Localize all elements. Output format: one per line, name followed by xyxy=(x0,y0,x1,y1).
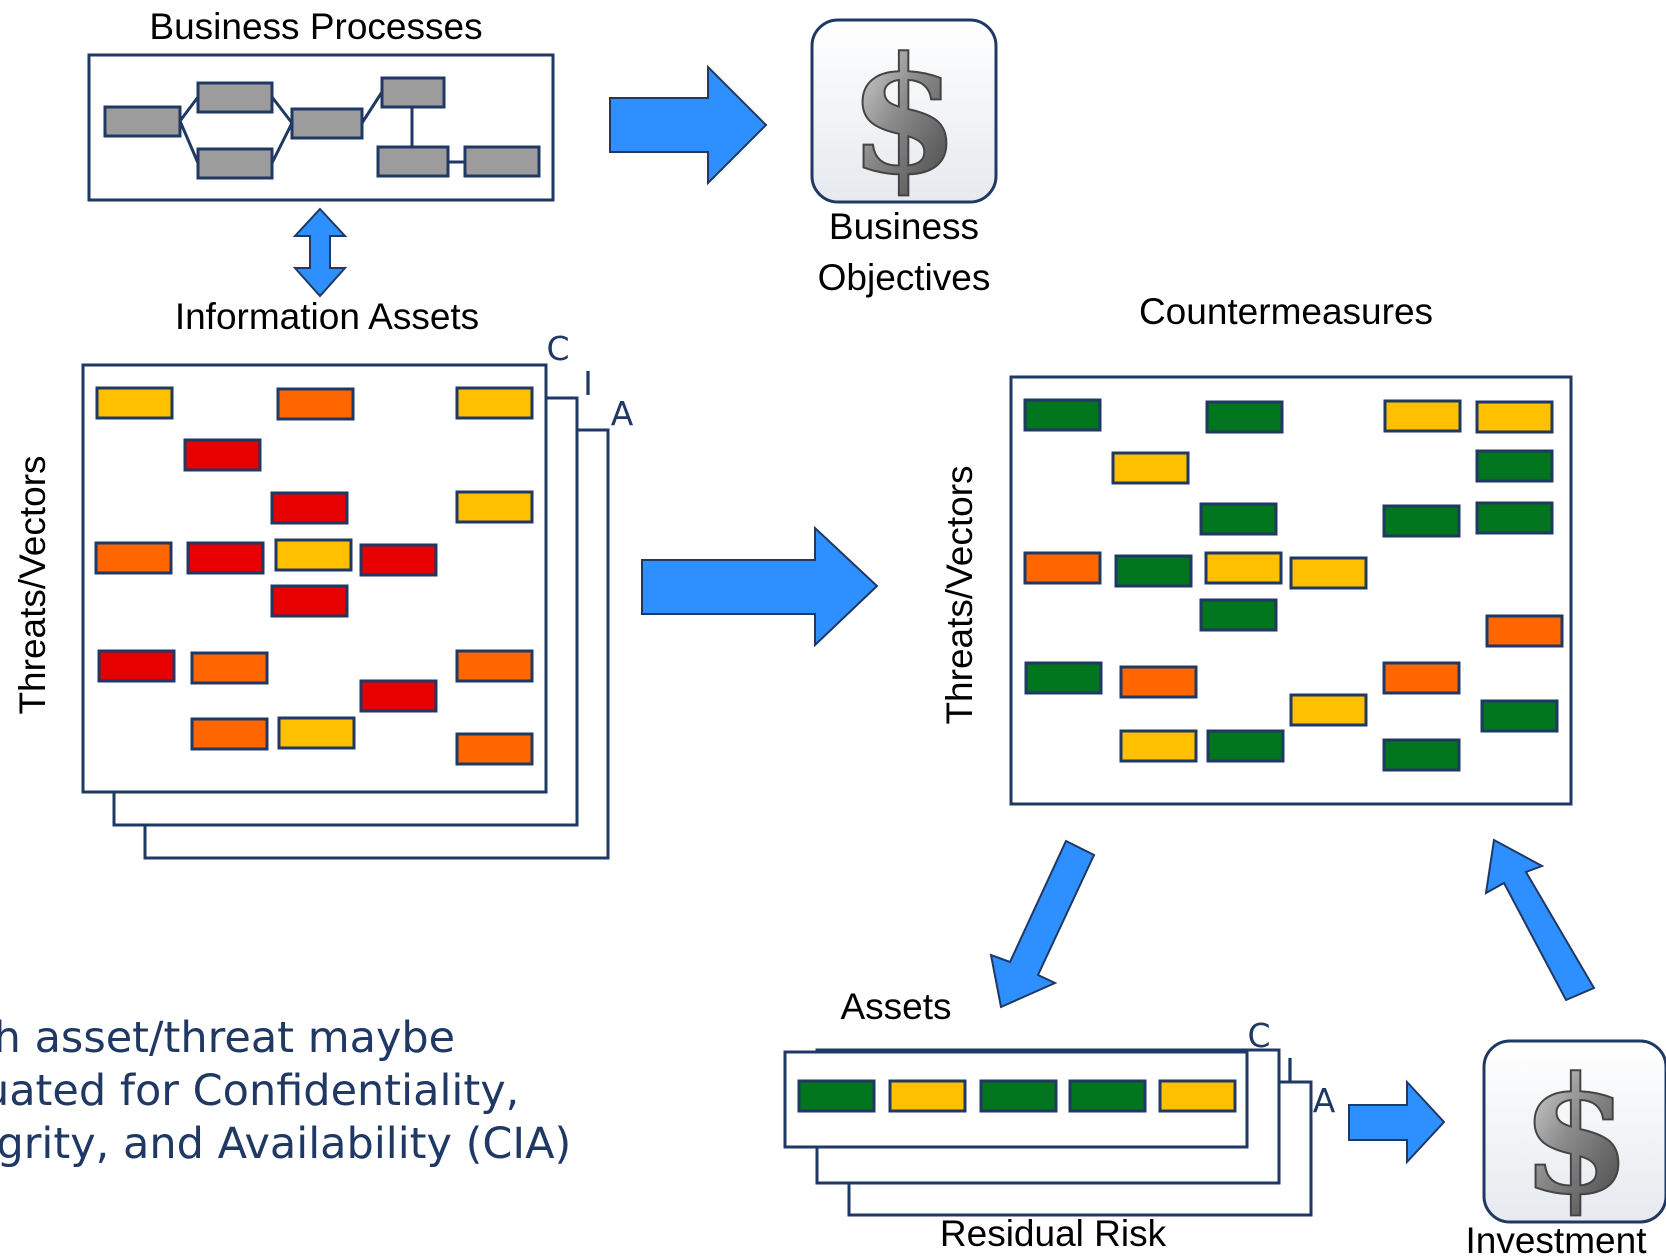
cm-cell-green xyxy=(1206,729,1285,763)
business-objectives-label-line2: Objectives xyxy=(818,257,991,298)
cm-cell-yellow xyxy=(1111,451,1190,485)
ia-cell-yellow xyxy=(455,490,534,524)
cm-cell-green xyxy=(1475,449,1554,483)
cm-cell-orange xyxy=(1485,614,1564,648)
ia-cell-yellow xyxy=(277,716,356,750)
information-assets-matrix xyxy=(94,386,534,766)
ia-cell-orange xyxy=(190,651,269,685)
cia-note-line1: ch asset/threat maybe xyxy=(0,1013,456,1063)
residual-risk-label: Residual Risk xyxy=(940,1213,1167,1254)
rr-cell-green xyxy=(979,1079,1058,1113)
countermeasures-matrix xyxy=(1023,398,1564,772)
ia-cell-yellow xyxy=(95,386,174,420)
rr-cell-green xyxy=(1068,1079,1147,1113)
rr-cell-yellow xyxy=(888,1079,967,1113)
cm-cell-yellow xyxy=(1204,551,1283,585)
bottom-cia-label-i: I xyxy=(1285,1051,1295,1090)
cm-cell-yellow xyxy=(1383,399,1462,433)
cm-cell-green xyxy=(1024,661,1103,695)
cm-cell-yellow xyxy=(1289,556,1368,590)
cia-label-c: C xyxy=(546,329,569,368)
residual-risk-matrix xyxy=(797,1079,1237,1113)
cia-note-line3: egrity, and Availability (CIA) xyxy=(0,1119,572,1169)
svg-text:$: $ xyxy=(1520,1042,1631,1230)
information-assets-label: Information Assets xyxy=(175,296,479,337)
cm-cell-green xyxy=(1205,400,1284,434)
ia-cell-orange xyxy=(94,541,173,575)
cm-cell-green xyxy=(1023,398,1102,432)
ia-cell-red xyxy=(270,584,349,618)
rr-cell-yellow xyxy=(1158,1079,1237,1113)
cm-cell-orange xyxy=(1382,661,1461,695)
business-processes-box xyxy=(87,53,555,202)
threats-vectors-left-label: Threats/Vectors xyxy=(12,455,53,714)
cm-cell-yellow xyxy=(1289,693,1368,727)
cm-cell-green xyxy=(1199,502,1278,536)
bottom-cia-label-c: C xyxy=(1247,1016,1270,1055)
cia-label-a: A xyxy=(611,394,634,433)
business-objectives-label-line1: Business xyxy=(829,206,979,247)
cia-note: ch asset/threat maybe luated for Confide… xyxy=(0,1012,610,1171)
arrow-to-countermeasures xyxy=(641,525,879,648)
ia-cell-red xyxy=(183,438,262,472)
ia-cell-red xyxy=(359,543,438,577)
cm-cell-green xyxy=(1199,598,1278,632)
cia-note-line2: luated for Confidentiality, xyxy=(0,1066,520,1116)
cm-cell-green xyxy=(1480,699,1559,733)
cia-label-i: I xyxy=(583,364,593,403)
ia-cell-orange xyxy=(190,717,269,751)
rr-cell-green xyxy=(797,1079,876,1113)
ia-cell-orange xyxy=(455,732,534,766)
ia-cell-red xyxy=(97,649,176,683)
threats-vectors-right-label: Threats/Vectors xyxy=(939,465,980,724)
arrow-to-objectives xyxy=(609,64,768,186)
countermeasures-label: Countermeasures xyxy=(1139,291,1433,332)
ia-cell-yellow xyxy=(274,538,353,572)
dollar-sign-icon: $ xyxy=(810,18,998,211)
cm-cell-yellow xyxy=(1119,729,1198,763)
arrow-to-investment xyxy=(1348,1079,1446,1165)
ia-cell-red xyxy=(270,491,349,525)
investment-label: Investment xyxy=(1466,1220,1648,1258)
countermeasures-box xyxy=(1009,375,1573,806)
double-arrow-processes-assets xyxy=(292,207,348,298)
ia-cell-red xyxy=(186,541,265,575)
residual-risk-stack xyxy=(783,1048,1313,1217)
arrow-to-residual-risk xyxy=(989,839,1096,1009)
assets-label: Assets xyxy=(840,986,951,1027)
arrow-investment-to-countermeasures xyxy=(1484,838,1596,1002)
cm-cell-orange xyxy=(1023,551,1102,585)
dollar-sign-icon: $ xyxy=(1482,1039,1666,1231)
ia-cell-red xyxy=(359,679,438,713)
svg-text:$: $ xyxy=(848,22,959,210)
cm-cell-green xyxy=(1114,554,1193,588)
cm-cell-green xyxy=(1475,501,1554,535)
cm-cell-yellow xyxy=(1475,400,1554,434)
ia-cell-yellow xyxy=(455,386,534,420)
ia-cell-orange xyxy=(276,387,355,421)
cm-cell-orange xyxy=(1119,665,1198,699)
bottom-cia-label-a: A xyxy=(1313,1081,1336,1120)
ia-cell-orange xyxy=(455,649,534,683)
cm-cell-green xyxy=(1382,504,1461,538)
cm-cell-green xyxy=(1382,738,1461,772)
business-processes-label: Business Processes xyxy=(149,6,482,47)
